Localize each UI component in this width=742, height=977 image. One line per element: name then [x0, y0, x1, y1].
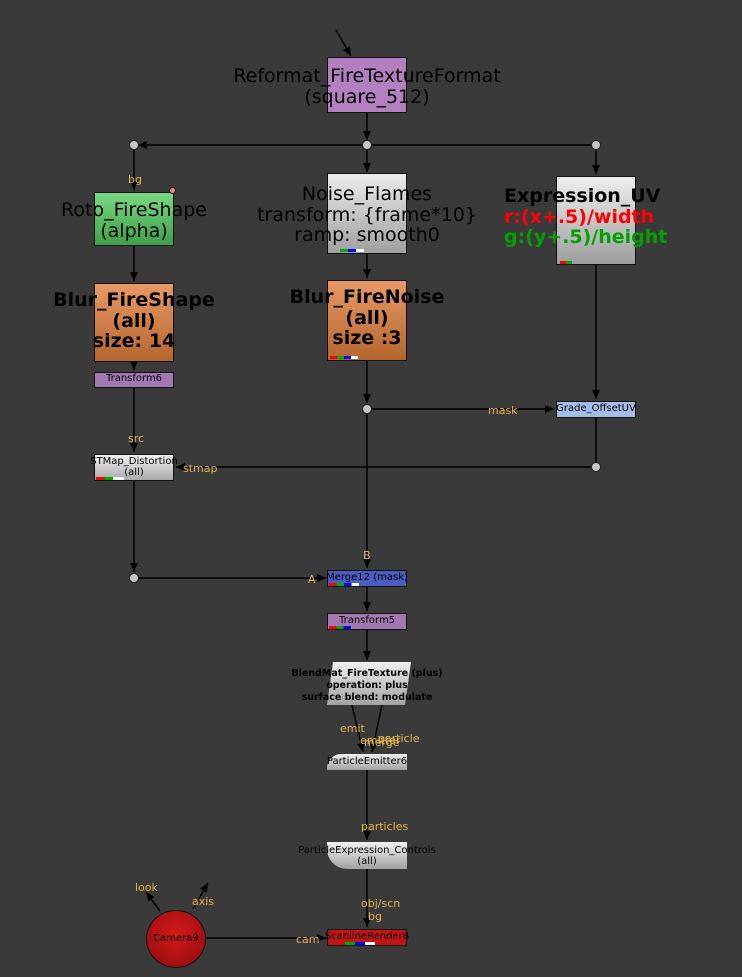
transform5-channel-indicator — [329, 626, 351, 629]
dot-merge-a[interactable] — [129, 573, 139, 583]
pin-particles: particles — [361, 820, 409, 833]
grade-offsetuv-node[interactable] — [556, 401, 636, 418]
particle-expression-title: ParticleExpression_Controls — [298, 845, 436, 856]
reformat-subtitle: (square_512) — [304, 85, 430, 108]
pin-particle: particle — [378, 732, 420, 745]
blendmat-firetexture-node[interactable] — [327, 662, 411, 705]
stmap-title: STMap_Distortion — [90, 456, 178, 467]
pin-objscn: obj/scn — [361, 897, 401, 910]
expression-title: Expression_UV — [504, 185, 661, 207]
scanline-channel-indicator — [345, 942, 375, 945]
roto-node[interactable] — [94, 192, 174, 246]
blur-firenoise-size: size :3 — [332, 327, 402, 350]
wire-camera-look — [145, 891, 161, 912]
scanline-render-node[interactable] — [327, 929, 407, 946]
blur-fireshape-channels: (all) — [112, 309, 156, 332]
blur-firenoise-node[interactable] — [327, 280, 407, 361]
merge12-label: Merge12 (mask) — [326, 572, 408, 583]
pin-cam: cam — [296, 933, 320, 946]
roto-title: Roto_FireShape — [61, 199, 207, 221]
pin-emitter: emitter — [360, 734, 401, 747]
pin-bg-roto: bg — [128, 173, 142, 186]
blur-firenoise-channels: (all) — [345, 306, 389, 329]
dot-reformat[interactable] — [362, 140, 372, 150]
camera9-node[interactable] — [146, 910, 206, 968]
noise-ramp: ramp: smooth0 — [294, 224, 440, 247]
blendmat-surface-blend: surface blend: modulate — [301, 691, 433, 703]
grade-offsetuv-label: Grade_OffsetUV — [556, 403, 636, 414]
pin-axis: axis — [192, 895, 215, 908]
transform6-node[interactable] — [94, 372, 174, 388]
noise-title: Noise_Flames — [301, 183, 433, 205]
blur-fireshape-size: size: 14 — [92, 330, 176, 353]
particle-emitter-node[interactable] — [327, 754, 407, 770]
pin-b: B — [363, 549, 371, 562]
blur-firenoise-label: Blur_FireNoise (all) size :3 — [247, 287, 487, 349]
noise-node-label: Noise_Flames transform: {frame*10} ramp:… — [227, 184, 507, 246]
camera9-label: Camera9 — [153, 933, 199, 944]
stmap-distortion-node[interactable] — [94, 454, 174, 481]
wire-input-reformat — [335, 29, 352, 57]
stmap-distortion-label: STMap_Distortion (all) — [74, 456, 194, 479]
noise-node[interactable] — [327, 173, 407, 254]
merge-channel-indicator — [329, 583, 359, 586]
stmap-channel-indicator — [96, 477, 124, 480]
expression-green-channel: g:(y+.5)/height — [504, 226, 668, 249]
particle-emitter-label: ParticleEmitter6 — [326, 756, 408, 767]
pin-emit: emit — [340, 722, 365, 735]
reformat-node[interactable] — [327, 57, 407, 113]
blur-firenoise-channel-indicator — [330, 356, 358, 359]
dot-stmap[interactable] — [591, 462, 601, 472]
wire-blendmat-emitter-b — [369, 704, 383, 753]
noise-transform: transform: {frame*10} — [257, 203, 477, 226]
pin-look: look — [135, 881, 158, 894]
blendmat-title: BlendMat_FireTexture (plus) — [291, 668, 443, 679]
wire-camera-axis — [192, 882, 209, 910]
pin-src: src — [128, 432, 145, 445]
particle-expression-label: ParticleExpression_Controls (all) — [267, 845, 467, 868]
expression-node[interactable] — [556, 176, 636, 265]
dot-left[interactable] — [129, 140, 139, 150]
blur-fireshape-label: Blur_FireShape (all) size: 14 — [34, 290, 234, 352]
roto-node-label: Roto_FireShape (alpha) — [34, 200, 234, 241]
noise-channel-indicator — [340, 249, 364, 252]
roto-viewer-indicator — [169, 187, 176, 194]
transform5-node[interactable] — [327, 613, 407, 630]
roto-subtitle: (alpha) — [100, 219, 168, 242]
blendmat-label: BlendMat_FireTexture (plus) operation: p… — [247, 668, 487, 704]
stmap-channels: (all) — [124, 466, 144, 478]
scanline-render-label: ScanlineRender8 — [324, 931, 410, 942]
blur-fireshape-title: Blur_FireShape — [53, 289, 215, 311]
particle-expression-channels: (all) — [357, 855, 377, 867]
pin-merge: merge — [364, 736, 400, 749]
transform5-label: Transform5 — [338, 615, 396, 626]
wire-blendmat-emitter-a — [351, 704, 365, 753]
blur-fireshape-node[interactable] — [94, 283, 174, 362]
dot-mask[interactable] — [362, 404, 372, 414]
transform6-label: Transform6 — [105, 373, 163, 384]
expression-node-label: Expression_UV r:(x+.5)/width g:(y+.5)/he… — [486, 186, 706, 248]
expression-channel-indicator — [560, 261, 572, 264]
reformat-title: Reformat_FireTextureFormat — [233, 65, 501, 87]
blendmat-operation: operation: plus — [326, 679, 408, 691]
pin-bg-scanline: bg — [368, 910, 382, 923]
dot-right[interactable] — [591, 140, 601, 150]
blur-firenoise-title: Blur_FireNoise — [289, 286, 445, 308]
expression-red-channel: r:(x+.5)/width — [504, 205, 655, 228]
pin-a: A — [308, 573, 316, 586]
merge12-node[interactable] — [327, 570, 407, 587]
particle-expression-node[interactable] — [327, 842, 407, 869]
reformat-node-label: Reformat_FireTextureFormat (square_512) — [207, 66, 527, 107]
pin-mask: mask — [488, 404, 518, 417]
pin-stmap: stmap — [183, 462, 218, 475]
